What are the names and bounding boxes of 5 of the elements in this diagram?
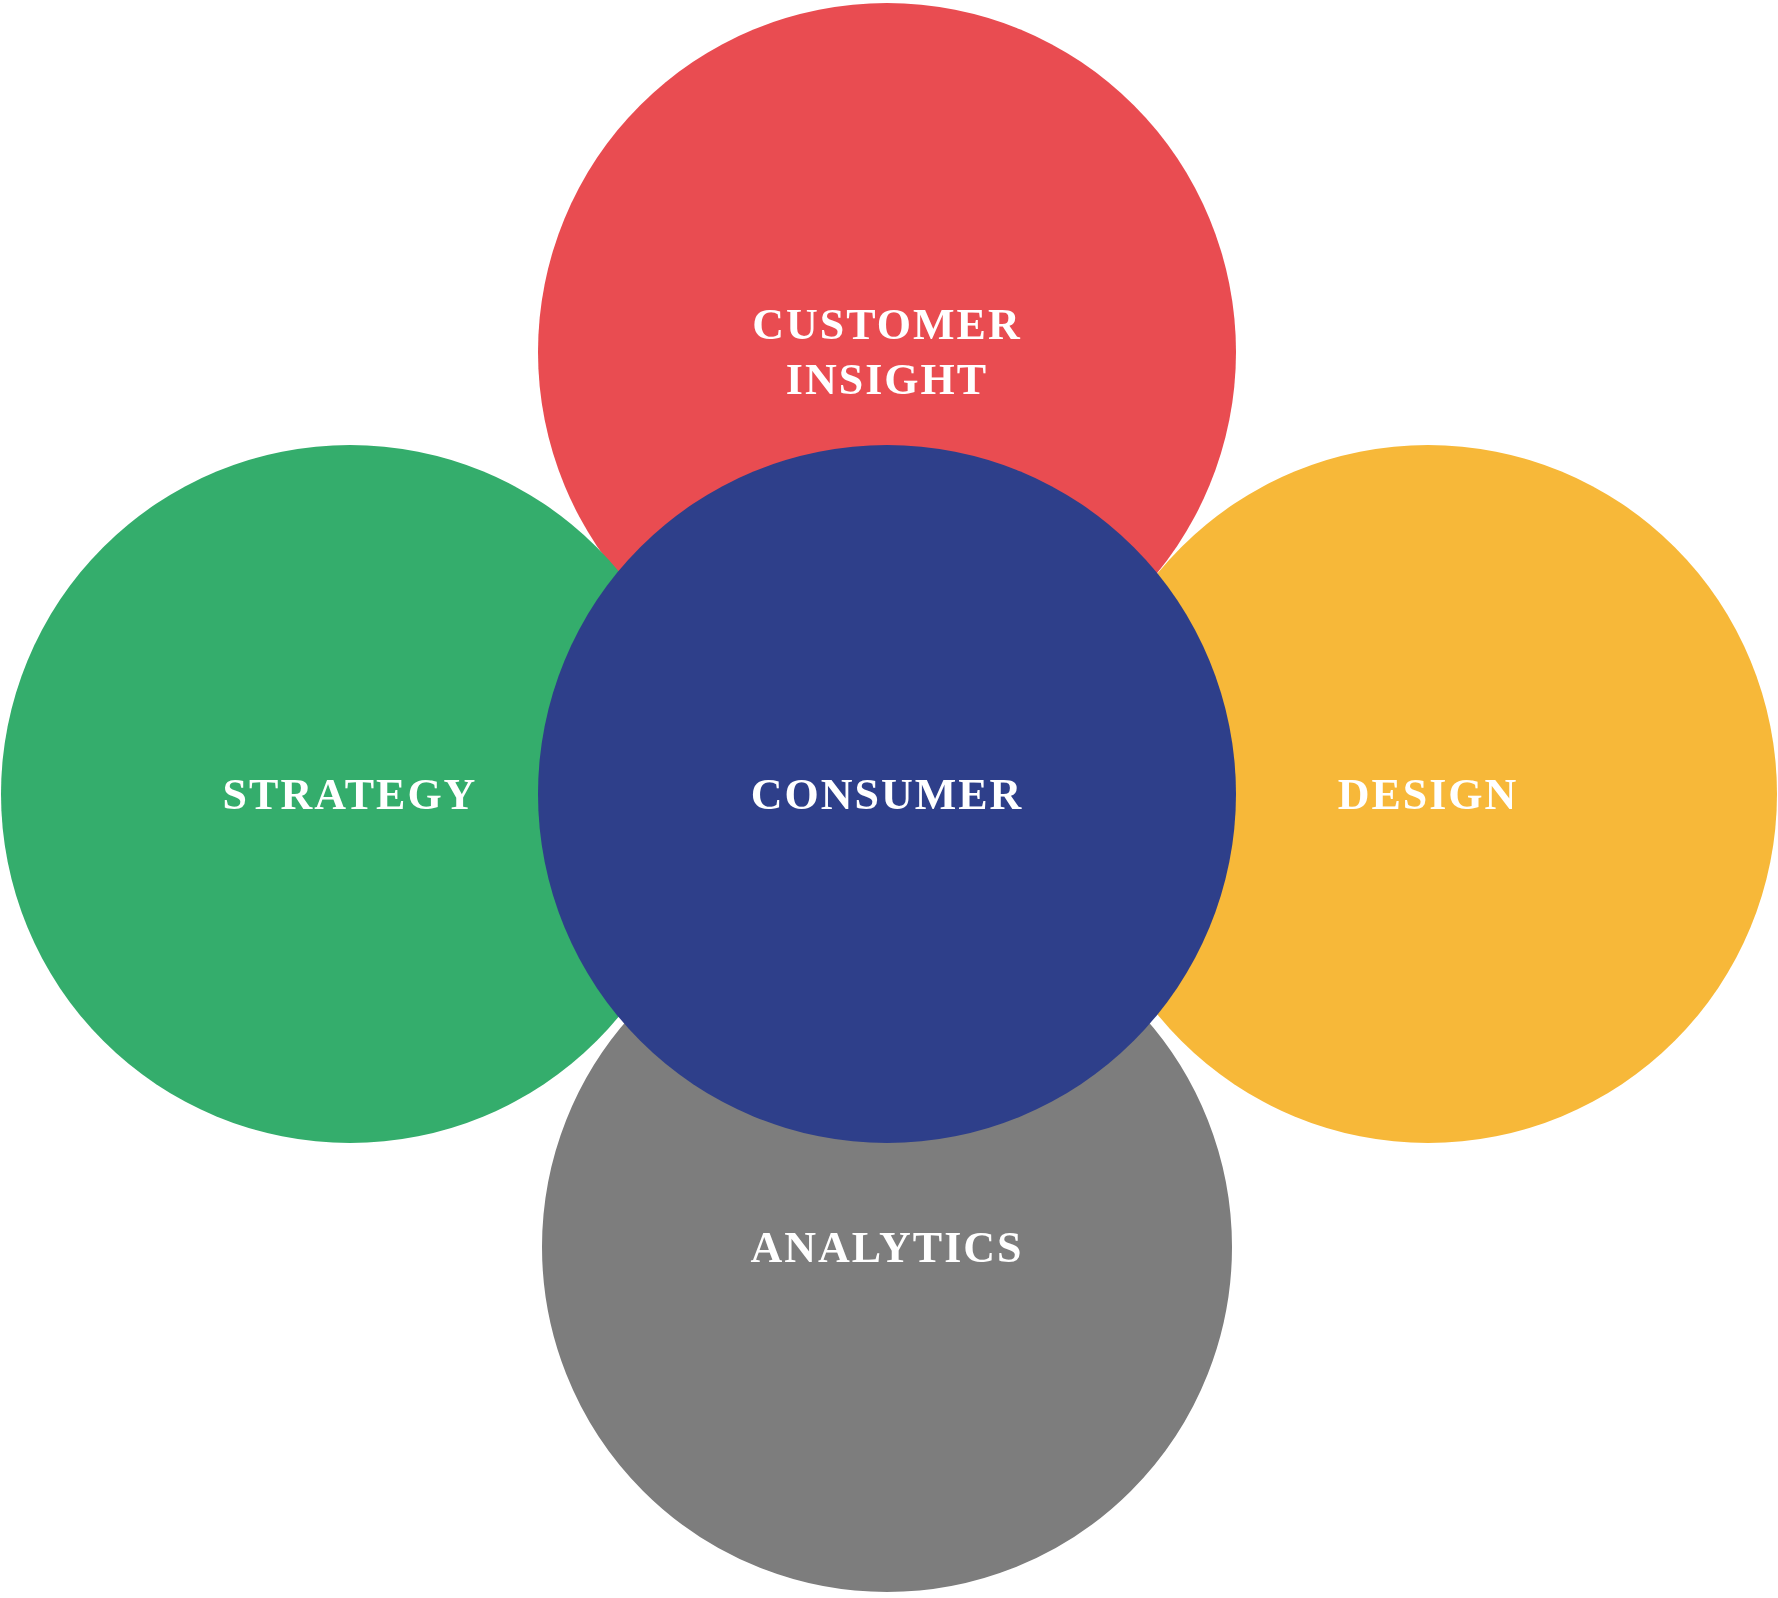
circle-label: ANALYTICS [737, 1219, 1037, 1275]
circle-label: CONSUMER [737, 766, 1037, 822]
circle-label: DESIGN [1278, 766, 1578, 822]
circle-label: STRATEGY [200, 766, 500, 822]
circle-label: CUSTOMER INSIGHT [737, 297, 1037, 407]
